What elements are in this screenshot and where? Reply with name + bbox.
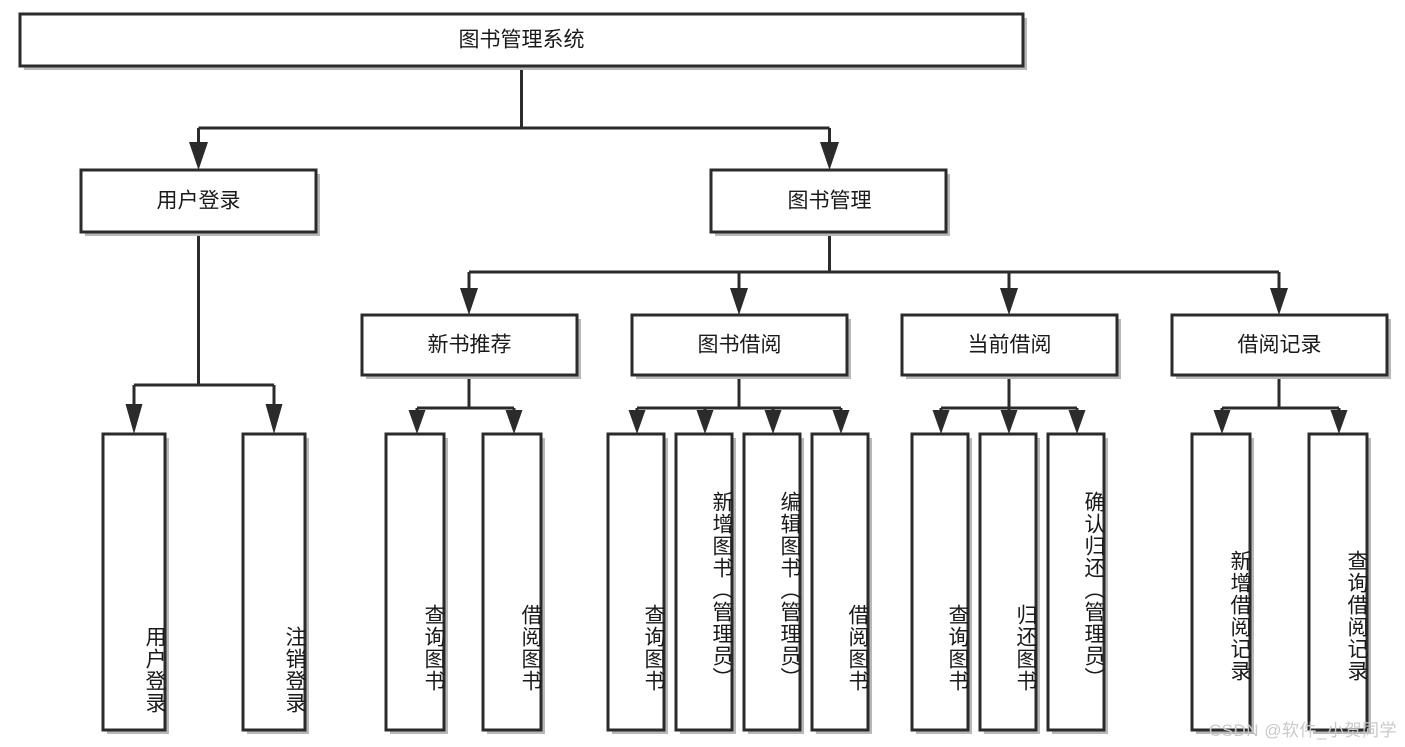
arrow-leaf-add-book xyxy=(696,410,714,434)
arrow-leaf-return-book xyxy=(1000,410,1018,434)
node-leaf-query-book-2[interactable] xyxy=(606,432,668,734)
node-borrow-record[interactable]: 借阅记录 xyxy=(1170,313,1391,379)
arrow-leaf-user-login xyxy=(125,404,143,434)
node-leaf-user-login[interactable] xyxy=(101,432,169,734)
arrow-leaf-add-borrow-record xyxy=(1213,410,1231,434)
arrow-leaf-query-borrow-record xyxy=(1330,410,1348,434)
node-leaf-query-borrow-record[interactable] xyxy=(1307,432,1371,734)
node-user-login[interactable]: 用户登录 xyxy=(79,168,320,236)
arrow-to-borrow-record xyxy=(1270,288,1288,315)
node-leaf-confirm-return[interactable] xyxy=(1046,432,1108,734)
arrow-leaf-query-book-1 xyxy=(408,410,426,434)
node-leaf-edit-book[interactable] xyxy=(742,432,804,734)
arrow-leaf-query-book-3 xyxy=(932,410,950,434)
arrow-leaf-borrow-book-2 xyxy=(832,410,850,434)
node-leaf-query-book-3[interactable] xyxy=(910,432,972,734)
arrow-leaf-confirm-return xyxy=(1068,410,1086,434)
node-leaf-query-book-1[interactable] xyxy=(384,432,448,734)
arrow-leaf-borrow-book-1 xyxy=(505,410,523,434)
node-leaf-return-book[interactable] xyxy=(978,432,1040,734)
node-user-login-label: 用户登录 xyxy=(157,190,241,213)
node-leaf-add-borrow-record[interactable] xyxy=(1190,432,1254,734)
arrow-to-user-login xyxy=(189,142,208,170)
arrow-to-book-manage xyxy=(820,142,839,170)
node-book-borrow[interactable]: 图书借阅 xyxy=(630,313,851,379)
arrow-to-current-borrow xyxy=(1000,288,1018,315)
node-layer: 图书管理系统 用户登录 图书管理 新书推荐 xyxy=(18,12,1391,734)
arrow-to-new-book-recommend xyxy=(460,288,478,315)
node-leaf-borrow-book-1[interactable] xyxy=(481,432,545,734)
node-root[interactable]: 图书管理系统 xyxy=(18,12,1027,70)
node-book-manage[interactable]: 图书管理 xyxy=(709,168,950,236)
node-leaf-borrow-book-2[interactable] xyxy=(810,432,872,734)
node-current-borrow[interactable]: 当前借阅 xyxy=(900,313,1121,379)
node-leaf-add-book[interactable] xyxy=(674,432,736,734)
arrow-leaf-query-book-2 xyxy=(628,410,646,434)
connector-layer xyxy=(125,66,1348,434)
node-borrow-record-label: 借阅记录 xyxy=(1238,334,1322,357)
node-current-borrow-label: 当前借阅 xyxy=(968,334,1052,357)
arrow-to-book-borrow xyxy=(730,288,748,315)
node-root-label: 图书管理系统 xyxy=(459,29,585,52)
arrow-leaf-edit-book xyxy=(764,410,782,434)
node-new-book-recommend-label: 新书推荐 xyxy=(428,334,512,357)
arrow-leaf-logout-login xyxy=(265,404,283,434)
node-book-borrow-label: 图书借阅 xyxy=(698,334,782,357)
node-new-book-recommend[interactable]: 新书推荐 xyxy=(360,313,581,379)
node-book-manage-label: 图书管理 xyxy=(788,190,872,213)
csdn-watermark: CSDN @软件_小贺同学 xyxy=(1208,721,1397,740)
node-leaf-logout-login[interactable] xyxy=(241,432,309,734)
